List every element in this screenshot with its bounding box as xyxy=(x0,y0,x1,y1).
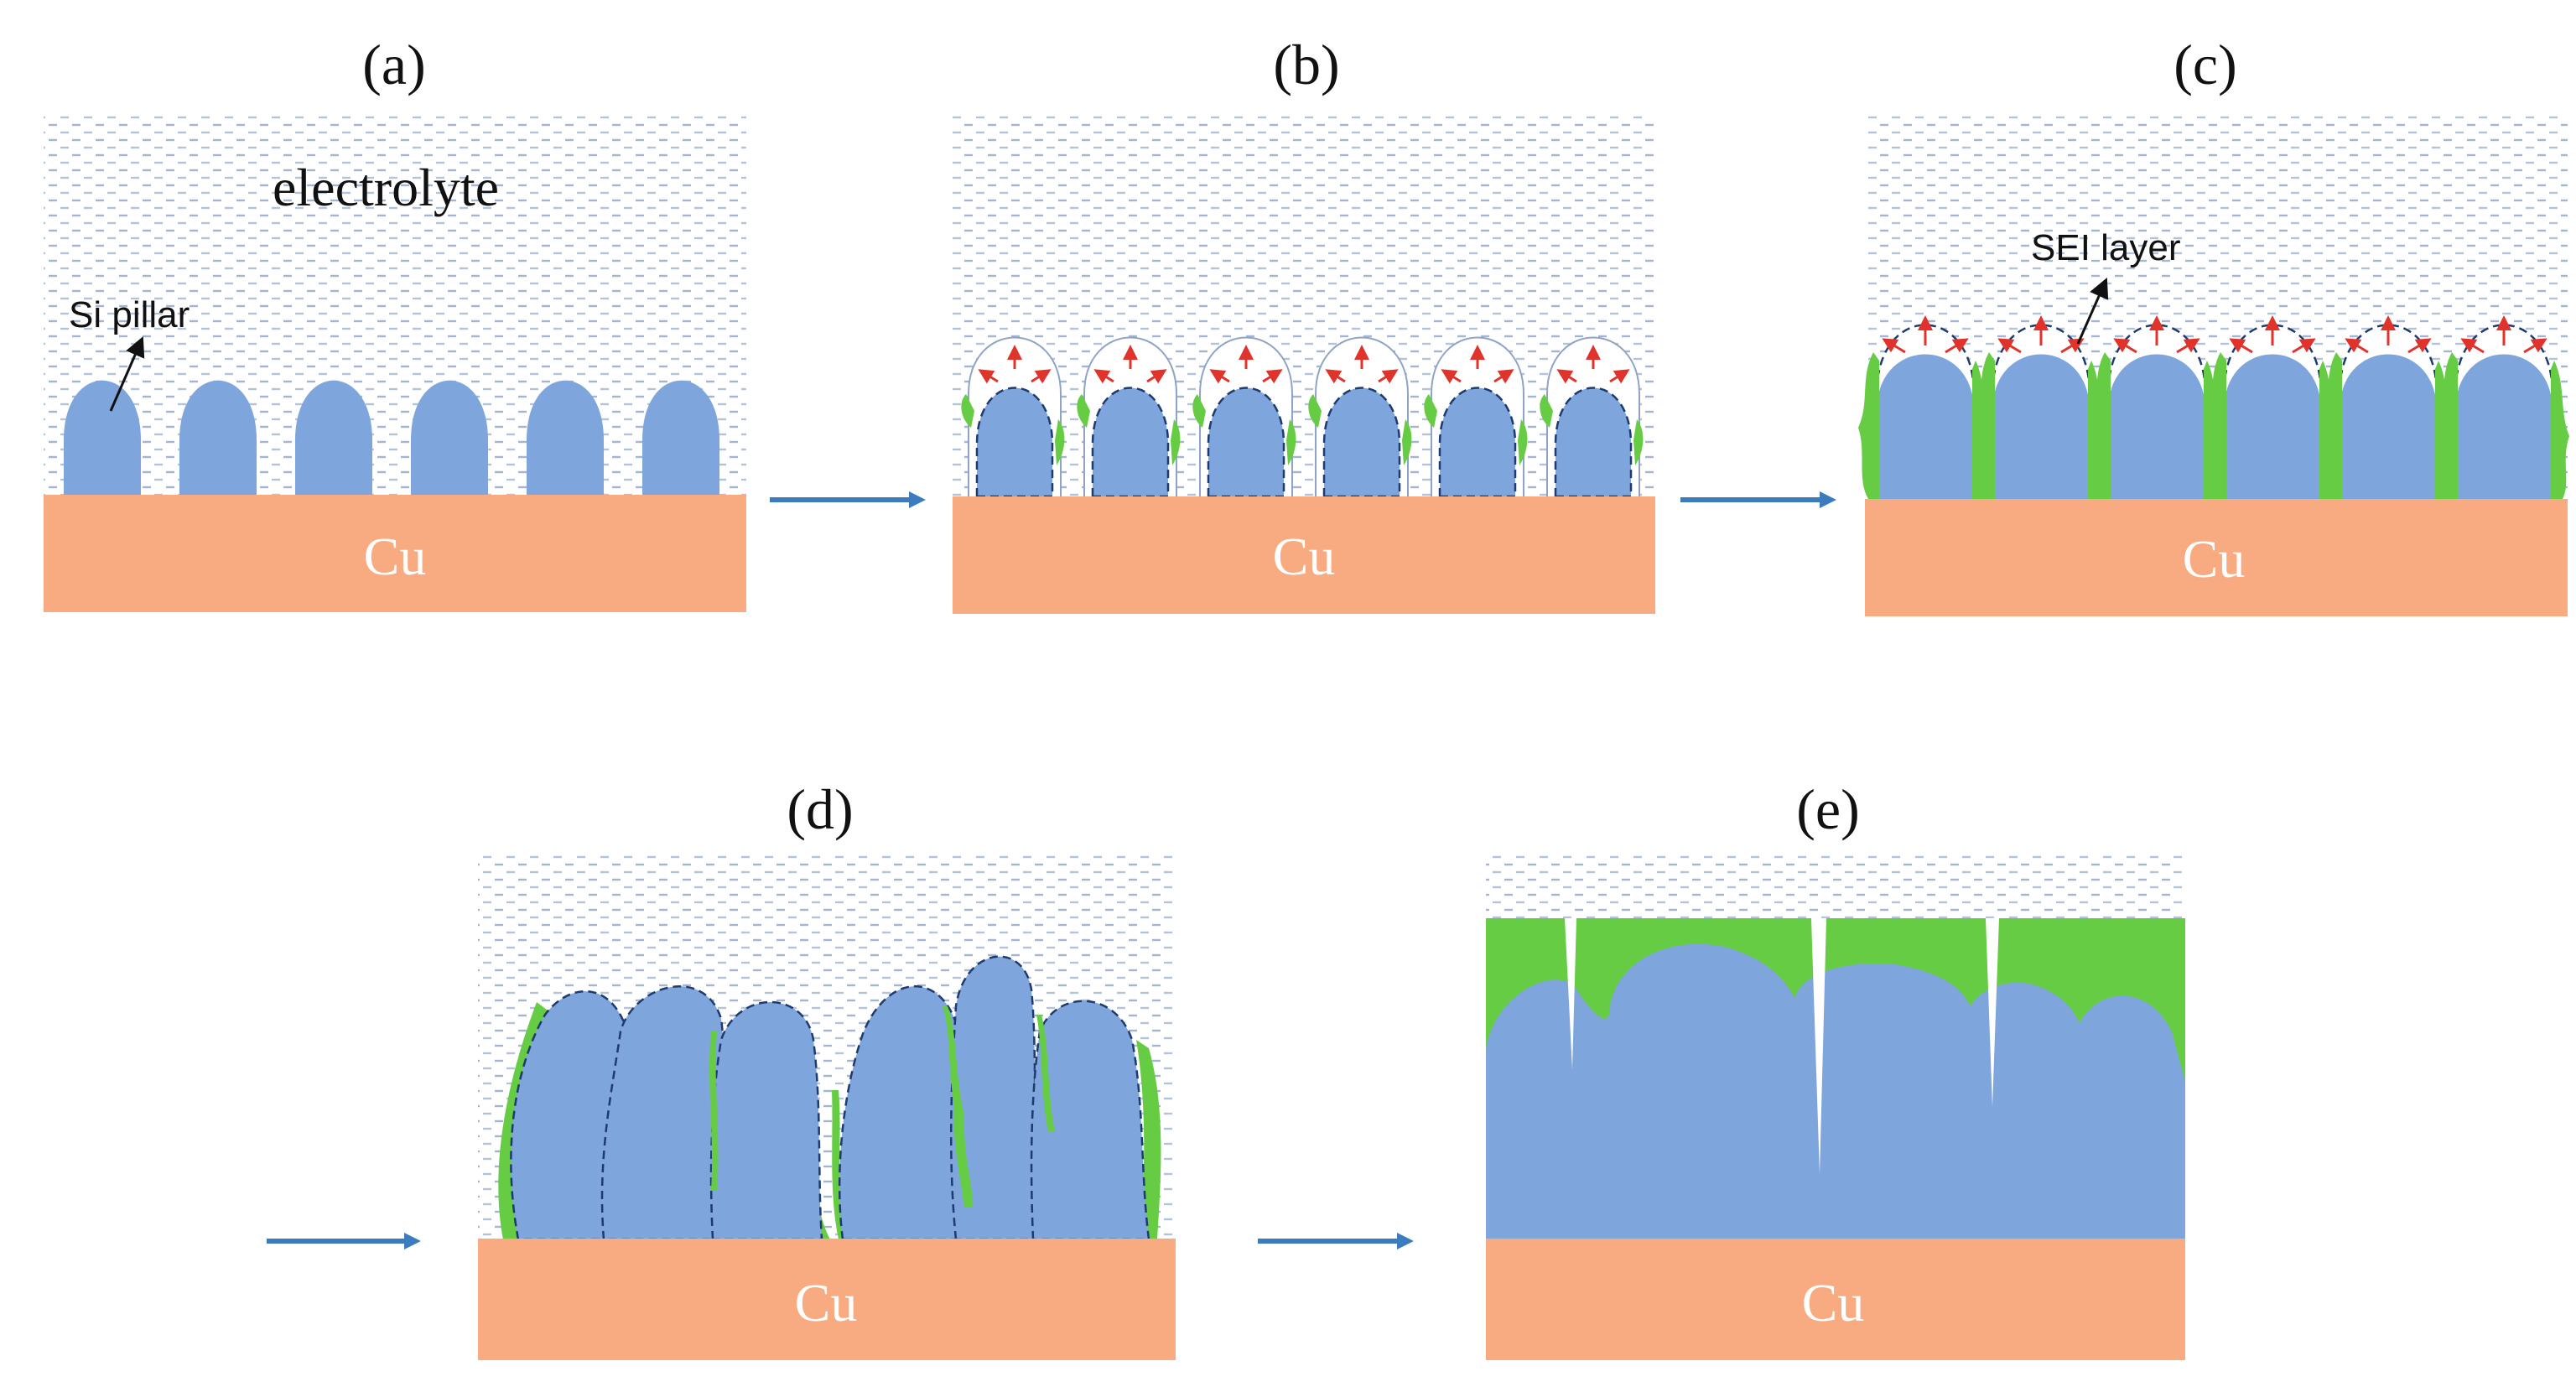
merged-si-pillars xyxy=(498,955,1161,1241)
process-arrow-head xyxy=(1397,1233,1414,1249)
si-pillar-c6 xyxy=(2437,315,2569,501)
process-arrow-head xyxy=(404,1233,421,1249)
panel-b-label: (b) xyxy=(1273,33,1339,96)
si-pillar-b4 xyxy=(1308,336,1412,498)
crack xyxy=(1565,918,1576,1069)
si-pillars xyxy=(64,380,719,496)
electrolyte-region xyxy=(953,113,1655,496)
cu-substrate xyxy=(1486,1239,2185,1360)
si-pillar xyxy=(838,984,966,1241)
cracks xyxy=(1565,918,1999,1174)
si-pillar-c3 xyxy=(2090,315,2222,501)
si-pillar-b5 xyxy=(1424,336,1528,498)
si-pillar xyxy=(1030,1000,1150,1241)
expanded-si-pillars xyxy=(961,336,1644,498)
si-pillar-c4 xyxy=(2205,315,2338,501)
panel-d-label: (d) xyxy=(787,777,853,841)
process-arrow-head xyxy=(1820,491,1836,508)
si-pillar xyxy=(600,985,725,1241)
si-pillar xyxy=(709,1000,823,1241)
sei-layer xyxy=(1136,1040,1161,1239)
panel-a-label: (a) xyxy=(362,33,425,96)
sei-layer-pointer xyxy=(2076,278,2109,345)
sei-layer xyxy=(709,1031,719,1191)
cu-label: Cu xyxy=(1802,1273,1865,1332)
si-pillar xyxy=(510,990,629,1241)
panel-c: (c) xyxy=(1858,33,2569,616)
sei-layer xyxy=(943,1006,974,1208)
panel-c-label: (c) xyxy=(2174,33,2236,96)
electrolyte-label: electrolyte xyxy=(273,158,499,217)
si-pillar-b3 xyxy=(1192,336,1296,498)
si-pillar xyxy=(64,380,141,496)
si-pillar xyxy=(527,380,604,496)
cu-label: Cu xyxy=(364,527,427,586)
si-pillar-pointer xyxy=(109,335,145,412)
si-pillar xyxy=(642,380,719,496)
panel-d: (d) Cu xyxy=(478,777,1176,1360)
si-pillar xyxy=(295,380,372,496)
si-pillar-c2 xyxy=(1974,315,2106,501)
si-pillar xyxy=(179,380,257,496)
si-pillar-c5 xyxy=(2321,315,2454,501)
cu-substrate xyxy=(1865,499,2568,616)
si-pillar-b2 xyxy=(1077,336,1181,498)
electrolyte-region xyxy=(1486,851,2185,918)
cu-label: Cu xyxy=(2183,529,2246,589)
panel-a: (a) Cu electrolyte Si pillar xyxy=(44,33,746,612)
panel-b: (b) xyxy=(953,33,1655,614)
cu-substrate xyxy=(478,1239,1176,1360)
cu-label: Cu xyxy=(1273,527,1336,586)
si-pillar-label: Si pillar xyxy=(69,294,190,335)
si-pillar-b1 xyxy=(961,336,1065,498)
sei-layer xyxy=(1036,1015,1055,1132)
panel-e-label: (e) xyxy=(1796,777,1859,841)
crack xyxy=(1986,918,1999,1107)
cu-substrate xyxy=(953,496,1655,614)
crack xyxy=(1811,918,1826,1174)
electrolyte-region xyxy=(44,113,746,495)
cu-substrate xyxy=(44,495,746,612)
si-bulk xyxy=(1486,943,2185,1239)
process-arrow-head xyxy=(909,491,926,508)
sei-layer-label: SEI layer xyxy=(2031,227,2181,268)
cu-label: Cu xyxy=(795,1273,858,1332)
si-pillar xyxy=(411,380,488,496)
si-pillar-b6 xyxy=(1540,336,1644,498)
si-pillars-with-sei xyxy=(1858,315,2569,501)
panel-e: (e) Cu xyxy=(1486,777,2185,1360)
